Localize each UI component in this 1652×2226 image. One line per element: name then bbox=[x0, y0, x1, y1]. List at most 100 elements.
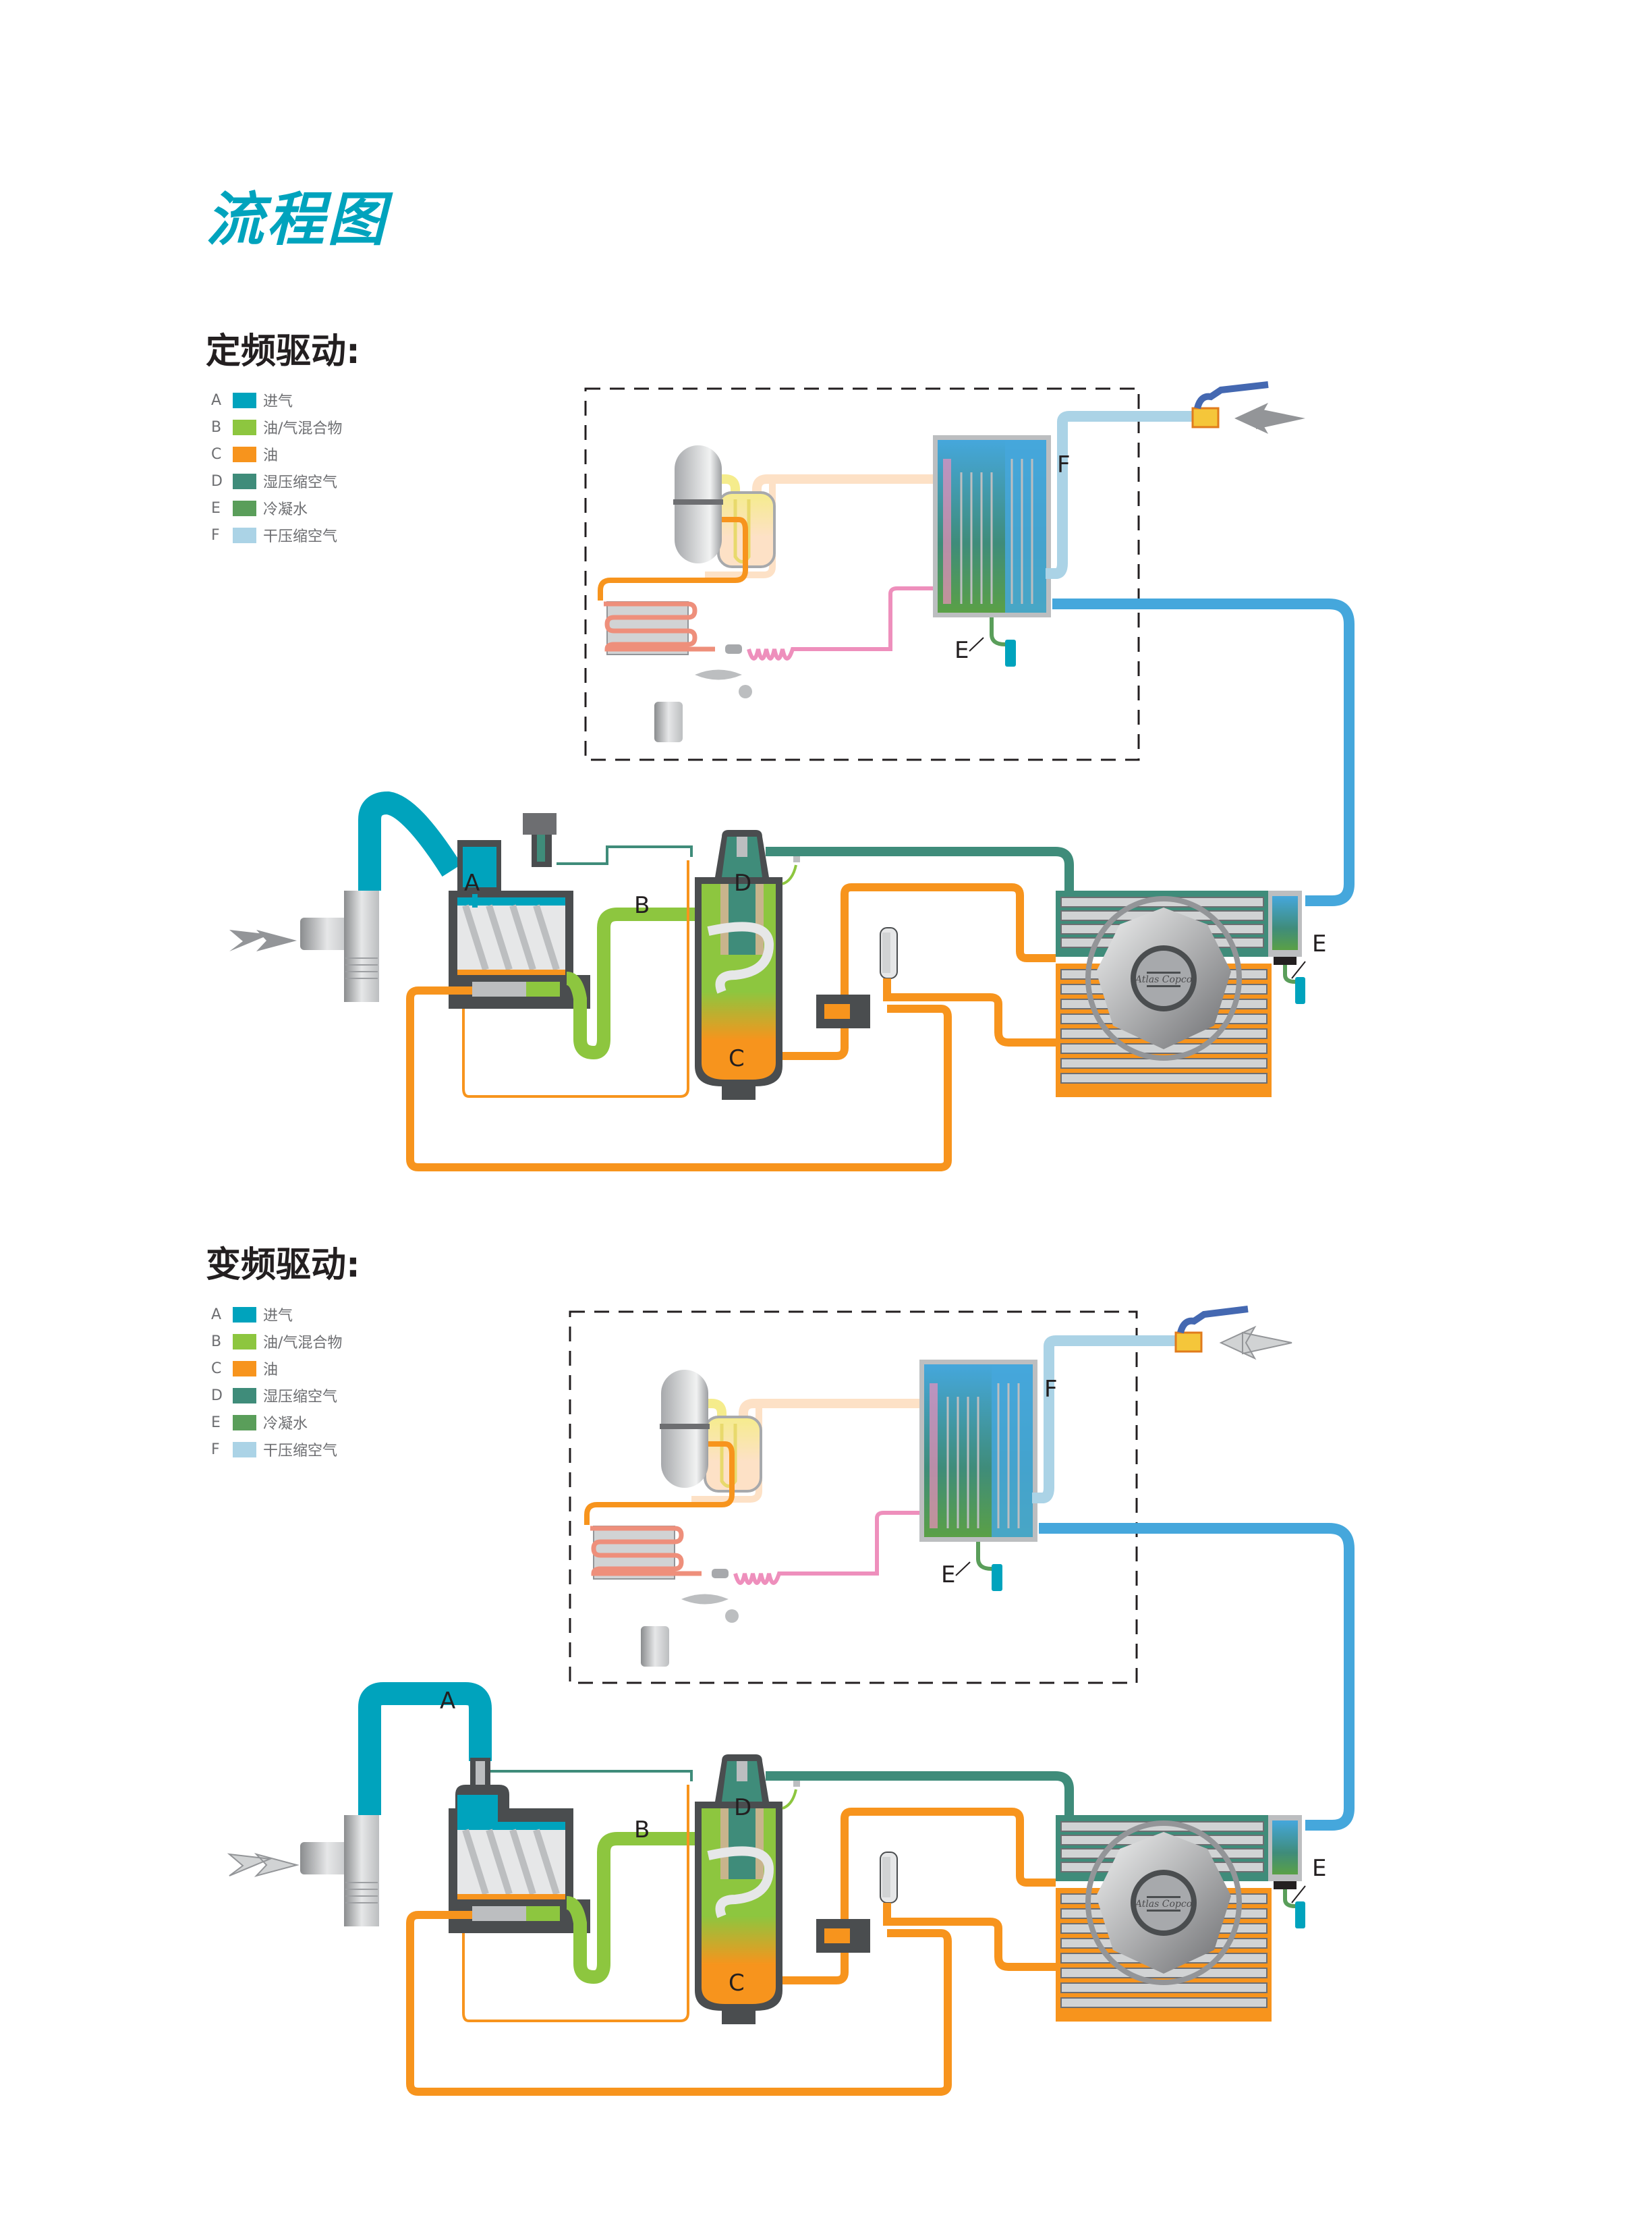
thermostatic-valve bbox=[816, 995, 870, 1028]
legend-label: 冷凝水 bbox=[263, 1416, 308, 1432]
legend-item-condensate: E 冷凝水 bbox=[211, 495, 342, 522]
flow-diagram-fixed-speed: F E A B bbox=[229, 381, 1355, 1171]
legend-letter: C bbox=[211, 1360, 222, 1377]
fan-motor bbox=[654, 702, 683, 742]
outlet-arrow-icon bbox=[1234, 403, 1305, 434]
cooling-fan-icon: Atlas Copco bbox=[1085, 1820, 1242, 1985]
label-D: D bbox=[734, 870, 751, 897]
legend-letter: D bbox=[211, 1387, 223, 1404]
legend-label: 湿压缩空气 bbox=[263, 1389, 338, 1406]
pipe-scavenge-line bbox=[462, 860, 689, 1098]
refrigerant-circuit bbox=[598, 445, 934, 742]
dryer-drain bbox=[969, 617, 1016, 667]
legend-item-oil: C 油 bbox=[211, 1355, 342, 1382]
label-A: A bbox=[440, 1688, 455, 1715]
label-E-dryer: E bbox=[941, 1561, 955, 1588]
legend-item-dry-compressed-air: F 干压缩空气 bbox=[211, 522, 342, 549]
pipe-control-air bbox=[490, 1770, 693, 1781]
legend-letter: F bbox=[211, 526, 220, 544]
cooling-fan-icon: Atlas Copco bbox=[1085, 896, 1242, 1061]
label-F: F bbox=[1057, 451, 1071, 478]
pipe-oil-return bbox=[406, 1911, 952, 2096]
legend-swatch bbox=[233, 1333, 256, 1349]
condenser-fan bbox=[739, 685, 752, 698]
pipe-compressed-air-to-dryer bbox=[1052, 599, 1355, 906]
legend-letter: A bbox=[211, 1306, 222, 1323]
label-B: B bbox=[634, 892, 650, 919]
dryer-boundary bbox=[584, 387, 1140, 761]
page-title: 流程图 bbox=[206, 186, 388, 254]
outlet-ball-valve-icon bbox=[1174, 1306, 1249, 1353]
section-title-variable-speed: 变频驱动: bbox=[206, 1245, 360, 1285]
legend-label: 干压缩空气 bbox=[263, 1443, 338, 1459]
legend-letter: C bbox=[211, 445, 222, 463]
legend-letter: B bbox=[211, 418, 222, 436]
legend-label: 油 bbox=[263, 447, 279, 464]
legend-swatch bbox=[233, 1306, 256, 1323]
pipe-wet-compressed-air bbox=[766, 1771, 1074, 1815]
label-F: F bbox=[1044, 1376, 1058, 1403]
legend-item-intake-air: A 进气 bbox=[211, 1301, 342, 1328]
pipe-wet-compressed-air bbox=[766, 847, 1074, 891]
oil-separator-vessel bbox=[695, 1754, 782, 2024]
legend-label: 油 bbox=[263, 1362, 279, 1379]
legend-label: 进气 bbox=[263, 1308, 293, 1325]
pipe-intake-air bbox=[358, 791, 462, 891]
legend-letter: A bbox=[211, 391, 222, 409]
legend-label: 进气 bbox=[263, 393, 293, 410]
dryer-boundary bbox=[569, 1310, 1138, 1684]
legend-variable-speed: A 进气 B 油/气混合物 C 油 D 湿压缩空气 E 冷凝水 F 干压缩空气 bbox=[211, 1301, 342, 1463]
flow-diagram-variable-speed: F E A B bbox=[227, 1306, 1355, 2096]
section-title-fixed-speed: 定频驱动: bbox=[206, 331, 360, 372]
legend-swatch bbox=[233, 1387, 256, 1403]
label-D: D bbox=[734, 1794, 751, 1821]
pipe-intake-air bbox=[358, 1682, 492, 1815]
dryer-drain bbox=[955, 1542, 1002, 1591]
label-C: C bbox=[729, 1970, 745, 1997]
air-intake-filter bbox=[300, 1815, 379, 1926]
legend-swatch bbox=[233, 1441, 256, 1457]
legend-item-oil-air-mix: B 油/气混合物 bbox=[211, 1328, 342, 1355]
pipe-oil-return bbox=[406, 986, 952, 1171]
legend-letter: E bbox=[211, 499, 221, 517]
legend-swatch bbox=[233, 1414, 256, 1430]
legend-swatch bbox=[233, 1360, 256, 1376]
oil-filter bbox=[880, 927, 898, 979]
legend-swatch bbox=[233, 473, 256, 489]
air-intake-filter bbox=[300, 891, 379, 1002]
pipe-oil-to-cooler bbox=[782, 1808, 1056, 1984]
legend-item-condensate: E 冷凝水 bbox=[211, 1409, 342, 1436]
dryer-heat-exchanger bbox=[933, 435, 1051, 617]
legend-letter: B bbox=[211, 1333, 222, 1350]
fan-logo-text: Atlas Copco bbox=[1134, 974, 1192, 985]
label-C: C bbox=[729, 1045, 745, 1072]
legend-item-oil-air-mix: B 油/气混合物 bbox=[211, 414, 342, 441]
oil-filter bbox=[880, 1852, 898, 1903]
intake-arrow-icon bbox=[227, 1853, 300, 1877]
legend-swatch bbox=[233, 500, 256, 516]
outlet-ball-valve-icon bbox=[1191, 381, 1269, 428]
pipe-oil-air-mix bbox=[565, 1832, 698, 1984]
legend-item-intake-air: A 进气 bbox=[211, 387, 342, 414]
compressor-element bbox=[449, 840, 590, 1009]
legend-letter: D bbox=[211, 472, 223, 490]
legend-fixed-speed: A 进气 B 油/气混合物 C 油 D 湿压缩空气 E 冷凝水 F 干压缩空气 bbox=[211, 387, 342, 549]
legend-swatch bbox=[233, 419, 256, 435]
fan-logo-text: Atlas Copco bbox=[1134, 1899, 1192, 1910]
pipe-oil-to-cooler bbox=[782, 883, 1056, 1060]
legend-item-wet-compressed-air: D 湿压缩空气 bbox=[211, 468, 342, 495]
legend-label: 干压缩空气 bbox=[263, 528, 338, 545]
cooler-drain bbox=[1283, 961, 1306, 1004]
label-E-cooler: E bbox=[1312, 1855, 1326, 1882]
pipe-oil-air-mix bbox=[565, 908, 698, 1060]
filter-drier bbox=[725, 644, 742, 654]
label-E-cooler: E bbox=[1312, 930, 1326, 957]
legend-label: 湿压缩空气 bbox=[263, 474, 338, 491]
label-A: A bbox=[464, 870, 480, 897]
thermostatic-valve bbox=[816, 1919, 870, 1953]
outlet-arrow-icon bbox=[1219, 1325, 1292, 1360]
safety-valve bbox=[793, 1779, 800, 1787]
legend-label: 冷凝水 bbox=[263, 501, 308, 518]
legend-letter: E bbox=[211, 1414, 221, 1431]
pipe-scavenge-line bbox=[462, 1785, 689, 2022]
